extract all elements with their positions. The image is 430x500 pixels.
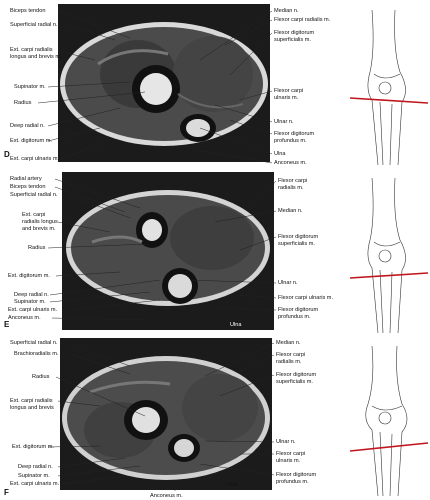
label: Flexor digitorum: [276, 472, 317, 478]
label: Ulnar n.: [274, 119, 294, 125]
label: Anconeus m.: [150, 493, 183, 499]
label: Median n.: [278, 208, 303, 214]
label: Brachioradialis m.: [14, 351, 59, 357]
label: longus and brevis m.: [10, 54, 62, 60]
label: superficialis m.: [276, 379, 313, 385]
mri-image-f: [60, 338, 272, 490]
label: Ulna: [230, 322, 242, 328]
label: Anconeus m.: [8, 315, 41, 321]
label: Ext. carpi radialis: [10, 398, 53, 404]
label: Flexor digitorum: [278, 307, 319, 313]
label: Ulnar n.: [276, 439, 296, 445]
label: Deep radial n.: [18, 464, 53, 470]
label: profundus m.: [276, 479, 309, 485]
label: Flexor carpi: [274, 88, 304, 94]
label: Flexor digitorum: [278, 234, 319, 240]
mri-image-d: [58, 4, 270, 162]
label: Median n.: [276, 340, 301, 346]
label: Ulna: [274, 151, 286, 157]
label: Superficial radial n.: [10, 192, 58, 198]
label: Flexor carpi: [278, 178, 308, 184]
label: superficialis m.: [278, 241, 315, 247]
label: Superficial radial n.: [10, 340, 58, 346]
label: superficialis m.: [274, 37, 311, 43]
label: profundus m.: [278, 314, 311, 320]
label: Radius: [28, 245, 46, 251]
panel-letter: D: [4, 150, 10, 159]
label: Ext. digitorum m.: [10, 138, 52, 144]
label: Superficial radial n.: [10, 22, 58, 28]
mri-image-e: [62, 172, 274, 330]
label: Ulna: [226, 482, 238, 488]
label: Ulnar n.: [278, 280, 298, 286]
elbow-sketch-f: [350, 346, 428, 496]
label: profundus m.: [274, 138, 307, 144]
label: Ext. carpi radialis: [10, 47, 53, 53]
panel-letter: E: [4, 320, 10, 329]
panel-e: E Radial artery Biceps tendon Superficia…: [0, 170, 430, 335]
label: Ext. carpi: [22, 212, 46, 218]
label: Flexor carpi ulnaris m.: [278, 295, 334, 301]
label: radialis longus: [22, 219, 58, 225]
label: Biceps tendon: [10, 184, 46, 190]
leader-lines: [47, 342, 275, 491]
label: Supinator m.: [14, 84, 46, 90]
label: Ext. digitorum m.: [12, 444, 54, 450]
label: longus and brevis: [10, 405, 54, 411]
label: Deep radial n.: [14, 292, 49, 298]
elbow-sketch-e: [350, 178, 428, 333]
panel-letter: F: [4, 488, 9, 497]
leader-lines: [47, 178, 277, 321]
label: radialis m.: [276, 359, 302, 365]
label: Flexor carpi radialis m.: [274, 17, 331, 23]
label: Flexor digitorum: [274, 30, 315, 36]
label: radialis m.: [278, 185, 304, 191]
label: Deep radial n.: [10, 123, 45, 129]
label: Radius: [14, 100, 32, 106]
label: Flexor digitorum: [274, 131, 315, 137]
label: Supinator m.: [14, 299, 46, 305]
label: Flexor digitorum: [276, 372, 317, 378]
label: Supinator m.: [18, 473, 50, 479]
panel-d: D Biceps tendon Superficial radial n. Ex…: [0, 0, 430, 168]
label: Biceps tendon: [10, 8, 46, 14]
label: Median n.: [274, 8, 299, 14]
label: Radial artery: [10, 176, 42, 182]
elbow-sketch-d: [350, 10, 428, 165]
label: Flexor carpi: [276, 451, 306, 457]
leader-lines: [37, 10, 273, 164]
label: and brevis m.: [22, 226, 56, 232]
label: Radius: [32, 374, 50, 380]
label: ulnaris m.: [274, 95, 299, 101]
label: Flexor carpi: [276, 352, 306, 358]
label: Ext. carpi ulnaris m.: [10, 156, 60, 162]
label: Ext. carpi ulnaris m.: [8, 307, 58, 313]
label: Ext. digitorum m.: [8, 273, 50, 279]
label: Anconeus m.: [274, 160, 307, 166]
label: Ext. carpi ulnaris m.: [10, 481, 60, 487]
label: ulnaris m.: [276, 458, 301, 464]
panel-f: F Superficial radial n. Brachioradialis …: [0, 336, 430, 500]
